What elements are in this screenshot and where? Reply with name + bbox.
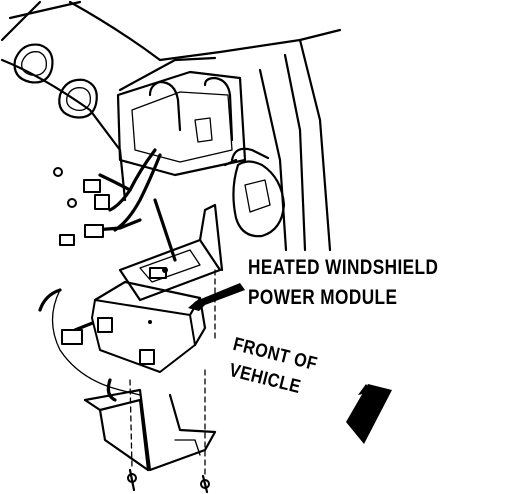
dashboard-outline (0, 0, 342, 252)
label-power-module: POWER MODULE (248, 286, 398, 309)
front-direction-arrow (346, 384, 392, 444)
connectors (53, 167, 168, 345)
module-leader-arrow (188, 283, 245, 311)
power-module (91, 280, 207, 373)
dash-vents (13, 43, 98, 119)
fan-housing (223, 147, 286, 238)
support-bracket (116, 70, 247, 177)
screw-guides (127, 269, 216, 494)
wiring-harness (38, 148, 177, 402)
label-heated-windshield: HEATED WINDSHIELD (248, 256, 439, 279)
lower-bracket (83, 388, 217, 472)
mounting-plate (118, 203, 224, 302)
